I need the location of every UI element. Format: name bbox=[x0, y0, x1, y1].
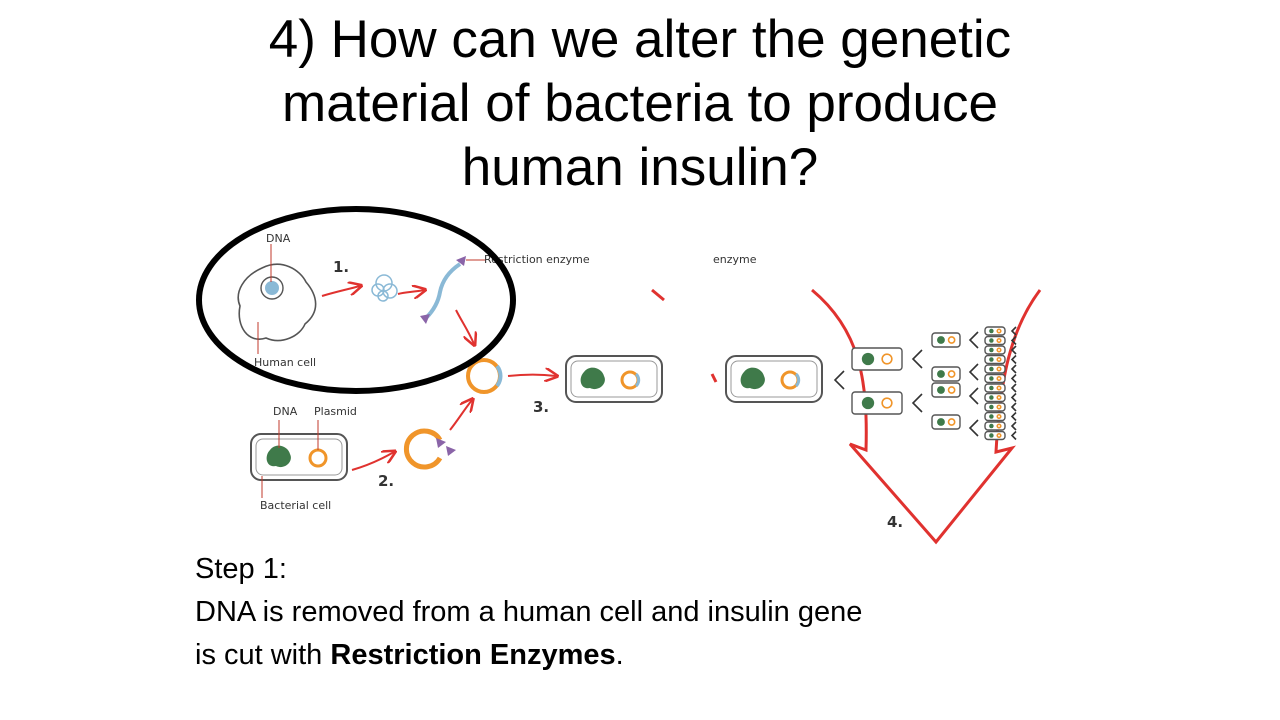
caption-line-2: is cut with Restriction Enzymes. bbox=[195, 634, 1095, 677]
bacterium-gen-2-3 bbox=[931, 414, 961, 430]
label-dna-top: DNA bbox=[266, 232, 291, 245]
inserted-gene-segment bbox=[495, 364, 503, 388]
label-enzyme: enzyme bbox=[713, 253, 757, 266]
chevron-level-1 bbox=[833, 370, 845, 390]
step-1-number: 1. bbox=[333, 258, 349, 276]
chevron-level-4-1 bbox=[1010, 335, 1017, 346]
bacterium-gen-3-11 bbox=[984, 430, 1006, 441]
plasmid-enzyme-marker-2 bbox=[446, 446, 456, 456]
chevron-level-4-2 bbox=[1010, 345, 1017, 355]
bacterium-gen-3-8 bbox=[984, 402, 1006, 412]
arrow-dna-to-strand bbox=[397, 290, 424, 294]
bacterium-gen-1a bbox=[851, 347, 903, 371]
title-line-2: material of bacteria to produce bbox=[282, 74, 998, 133]
chevron-level-3-1 bbox=[968, 363, 979, 381]
label-bacterial-cell: Bacterial cell bbox=[260, 499, 331, 512]
arrow-fragment bbox=[651, 288, 665, 302]
caption-line-1: DNA is removed from a human cell and ins… bbox=[195, 596, 863, 628]
bacterium-gen-3-0 bbox=[984, 326, 1006, 336]
bacterium-step-4 bbox=[725, 355, 823, 403]
chevron-level-2-0 bbox=[911, 349, 923, 369]
chevron-level-4-0 bbox=[1010, 326, 1017, 336]
bacterium-gen-3-6 bbox=[984, 383, 1006, 393]
step-4-number: 4. bbox=[887, 513, 903, 531]
arrow-cell-to-dna bbox=[321, 286, 360, 297]
coiled-dna-icon bbox=[371, 274, 398, 302]
step-3-number: 3. bbox=[533, 398, 549, 416]
bacterium-gen-3-3 bbox=[984, 354, 1006, 365]
bacterium-gen-3-7 bbox=[984, 392, 1006, 403]
chevron-level-4-6 bbox=[1010, 383, 1017, 393]
bacterium-gen-2-2 bbox=[931, 382, 961, 398]
plasmid-enzyme-marker-1 bbox=[436, 438, 446, 448]
recombinant-bacterium bbox=[565, 355, 663, 403]
title-line-3: human insulin? bbox=[461, 138, 819, 197]
bacterium-gen-3-5 bbox=[984, 373, 1006, 384]
bacteria-colony bbox=[833, 326, 1017, 441]
multiplication-arrow bbox=[811, 288, 1042, 545]
arrow-strand-to-plasmid bbox=[455, 309, 474, 344]
caption-heading: Step 1: bbox=[195, 553, 287, 585]
chevron-level-2-1 bbox=[911, 393, 923, 413]
caption-bold-term: Restriction Enzymes bbox=[330, 639, 616, 671]
bacterium-gen-3-2 bbox=[984, 345, 1006, 355]
insulin-gene-strand bbox=[424, 262, 462, 320]
caption-suffix: . bbox=[615, 639, 624, 671]
bacterium-gen-2-1 bbox=[931, 366, 961, 382]
arrow-cut-plasmid-up bbox=[449, 400, 472, 431]
chevron-level-4-10 bbox=[1010, 421, 1017, 431]
bacterium-gen-3-1 bbox=[984, 335, 1006, 346]
title-line-1: 4) How can we alter the genetic bbox=[268, 10, 1012, 69]
cut-plasmid bbox=[403, 428, 443, 470]
bacterium-gen-2-0 bbox=[931, 332, 961, 348]
chevron-level-4-11 bbox=[1010, 430, 1017, 441]
chevron-level-4-7 bbox=[1010, 392, 1017, 403]
arrow-fragment-2 bbox=[710, 373, 718, 383]
step-2-number: 2. bbox=[378, 472, 394, 490]
step-caption: Step 1: DNA is removed from a human cell… bbox=[195, 548, 1095, 677]
enzyme-marker-bottom bbox=[420, 314, 430, 324]
caption-line-2-prefix: is cut with bbox=[195, 639, 331, 671]
label-plasmid: Plasmid bbox=[314, 405, 357, 418]
enzyme-marker-top bbox=[456, 256, 466, 266]
chevron-level-4-9 bbox=[1010, 411, 1017, 422]
chevron-level-3-2 bbox=[968, 387, 979, 405]
step-1-highlight-circle bbox=[196, 206, 516, 394]
bacterium-gen-3-4 bbox=[984, 364, 1006, 374]
chevron-level-3-0 bbox=[968, 331, 979, 349]
label-dna-bottom: DNA bbox=[273, 405, 298, 418]
chevron-level-4-4 bbox=[1010, 364, 1017, 374]
arrow-plasmid-to-bacterium bbox=[507, 375, 556, 377]
arrow-cell-to-cut-plasmid bbox=[351, 452, 394, 471]
bacterium-gen-1b bbox=[851, 391, 903, 415]
bacterium-gen-3-10 bbox=[984, 421, 1006, 431]
bacterium-gen-3-9 bbox=[984, 411, 1006, 422]
chevron-level-4-3 bbox=[1010, 354, 1017, 365]
bacterial-cell bbox=[250, 433, 348, 481]
slide-title: 4) How can we alter the genetic material… bbox=[0, 8, 1280, 200]
label-restriction-enzyme: Restriction enzyme bbox=[484, 253, 590, 266]
recombinant-plasmid bbox=[466, 358, 502, 394]
chevron-level-4-8 bbox=[1010, 402, 1017, 412]
chevron-level-4-5 bbox=[1010, 373, 1017, 384]
label-human-cell: Human cell bbox=[254, 356, 316, 369]
chevron-level-3-3 bbox=[968, 419, 979, 437]
human-cell bbox=[237, 263, 317, 342]
